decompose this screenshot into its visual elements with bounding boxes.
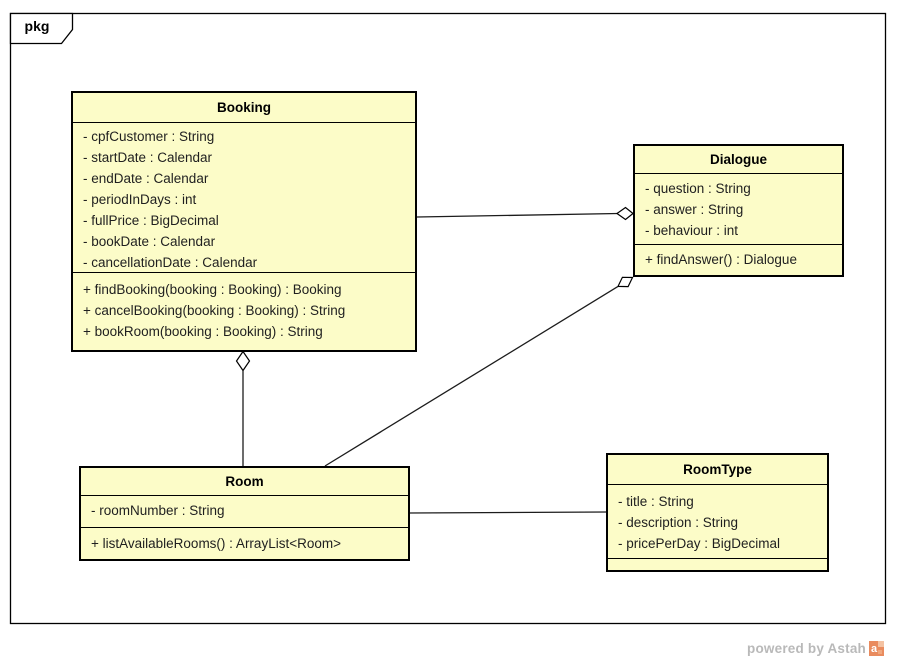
member-row: - cpfCustomer : String [83,129,215,144]
member-row: - cancellationDate : Calendar [83,255,258,270]
member-row: - periodInDays : int [83,192,197,207]
aggregation-room-dialogue-diamond [617,276,634,288]
member-row: - fullPrice : BigDecimal [83,213,219,228]
member-row: + findAnswer() : Dialogue [645,252,797,267]
member-row: - bookDate : Calendar [83,234,216,249]
class-dialogue-title: Dialogue [635,146,842,174]
class-roomtype: RoomType - title : String - description :… [606,453,829,572]
member-row: + findBooking(booking : Booking) : Booki… [83,282,342,297]
aggregation-room-dialogue-line [324,285,619,467]
association-room-roomtype-line [408,511,608,514]
member-row: - roomNumber : String [91,503,225,518]
class-room: Room - roomNumber : String + listAvailab… [79,466,410,561]
class-roomtype-methods [608,559,827,572]
member-row: - question : String [645,181,751,196]
class-booking-attributes: - cpfCustomer : String - startDate : Cale… [73,123,415,273]
package-tab-label: pkg [24,18,50,34]
astah-logo-letter: a [871,642,878,655]
member-row: - description : String [618,515,739,530]
member-row: - title : String [618,494,694,509]
class-booking: Booking - cpfCustomer : String - startDat… [71,91,417,352]
class-booking-methods: + findBooking(booking : Booking) : Booki… [73,273,415,342]
member-row: - answer : String [645,202,744,217]
class-dialogue-attributes: - question : String - answer : String - be… [635,174,842,245]
member-row: - endDate : Calendar [83,171,209,186]
aggregation-booking-dialogue-line [416,212,619,218]
class-booking-title: Booking [73,93,415,123]
watermark-text: powered by Astah [747,640,866,656]
class-roomtype-title: RoomType [608,455,827,485]
member-row: + listAvailableRooms() : ArrayList<Room> [91,536,341,551]
member-row: + cancelBooking(booking : Booking) : Str… [83,303,346,318]
member-row: - pricePerDay : BigDecimal [618,536,781,551]
package-tab-shape [9,12,74,45]
member-row: + bookRoom(booking : Booking) : String [83,324,323,339]
package-frame-border [9,12,887,625]
class-dialogue-methods: + findAnswer() : Dialogue [635,245,842,270]
watermark: powered by Astah a [0,639,884,657]
class-room-methods: + listAvailableRooms() : ArrayList<Room> [81,528,408,554]
aggregation-room-booking-diamond [235,350,251,372]
class-dialogue: Dialogue - question : String - answer : S… [633,144,844,277]
class-roomtype-attributes: - title : String - description : String - … [608,485,827,559]
member-row: - startDate : Calendar [83,150,213,165]
class-room-attributes: - roomNumber : String [81,496,408,528]
class-room-title: Room [81,468,408,496]
aggregation-booking-dialogue-diamond [615,206,634,221]
astah-logo-icon: a [869,640,884,656]
member-row: - behaviour : int [645,223,739,238]
